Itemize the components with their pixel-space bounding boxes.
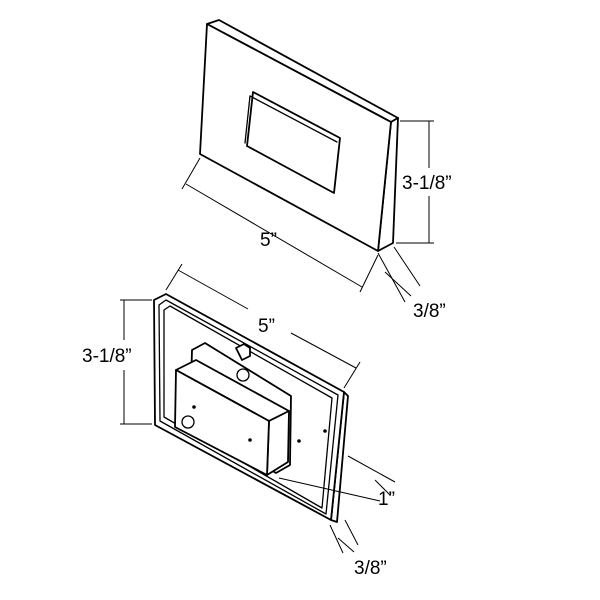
- top-depth-label: 3/8”: [413, 301, 446, 322]
- box-front: [174, 369, 270, 476]
- top-width-label: 5”: [260, 230, 277, 251]
- bottom-height-dimension: 3-1/8”: [82, 299, 152, 425]
- top-faceplate-front: [199, 23, 392, 252]
- dot-marker: [297, 439, 301, 443]
- knockout-icon: [181, 415, 195, 429]
- bottom-box-depth-label: 1”: [378, 489, 395, 510]
- dot-marker: [192, 405, 196, 409]
- top-height-dimension: 3-1/8”: [396, 120, 452, 244]
- bottom-width-dimension: 5”: [165, 263, 361, 389]
- top-faceplate: [199, 19, 399, 252]
- housing-box: [174, 342, 327, 476]
- bottom-height-label: 3-1/8”: [82, 346, 132, 367]
- bottom-width-label: 5”: [258, 316, 275, 337]
- top-height-label: 3-1/8”: [402, 173, 452, 194]
- bottom-depth-label: 3/8”: [354, 558, 387, 579]
- top-width-dimension: 5”: [181, 157, 379, 293]
- bottom-box-depth-dimension: 1”: [278, 455, 396, 510]
- plate-notch: [235, 343, 251, 361]
- top-faceplate-opening: [246, 91, 341, 194]
- dot-marker: [248, 438, 252, 442]
- top-depth-dimension: 3/8”: [377, 246, 446, 322]
- bottom-depth-dimension: 3/8”: [329, 519, 387, 579]
- dot-marker: [323, 429, 327, 433]
- screw-icon: [236, 368, 250, 382]
